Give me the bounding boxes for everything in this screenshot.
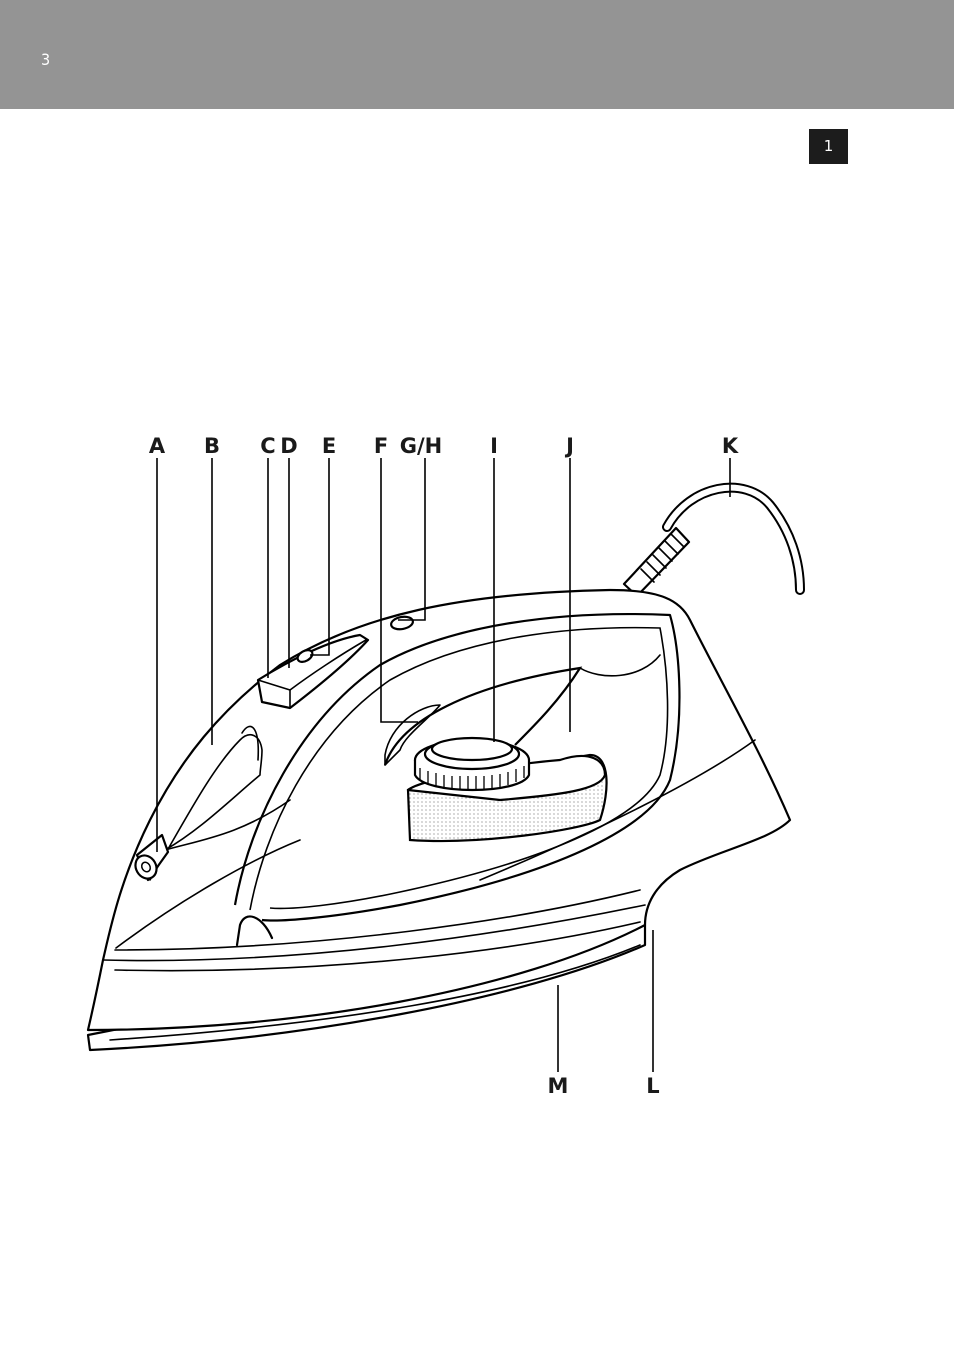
- label-g-h: G/H: [400, 434, 442, 458]
- power-cord-icon: [624, 488, 800, 596]
- label-i: I: [490, 434, 498, 458]
- label-m: M: [548, 1074, 569, 1098]
- label-l: L: [646, 1074, 659, 1098]
- label-j: J: [564, 434, 574, 458]
- label-c: C: [260, 434, 275, 458]
- label-f: F: [374, 434, 388, 458]
- label-b: B: [204, 434, 220, 458]
- label-a: A: [149, 434, 166, 458]
- label-e: E: [322, 434, 336, 458]
- label-k: K: [722, 434, 739, 458]
- label-d: D: [280, 434, 297, 458]
